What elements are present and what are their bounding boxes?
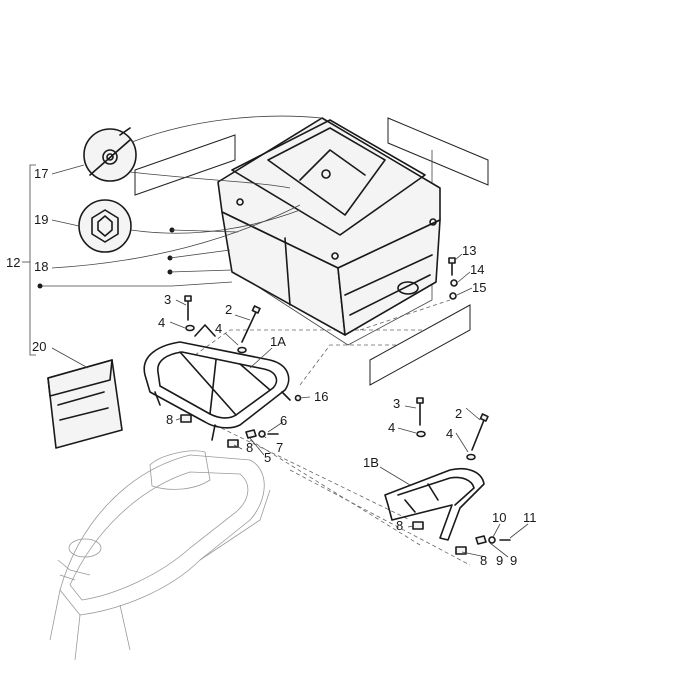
scooter-body-ghost bbox=[49, 450, 271, 661]
label-20: 20 bbox=[32, 339, 46, 354]
part-labels: 17 19 12 18 20 3 4 2 4 1A 16 8 6 8 7 5 1… bbox=[6, 166, 537, 568]
label-8-right-b: 8 bbox=[480, 553, 487, 568]
label-3-left: 3 bbox=[164, 292, 171, 307]
label-3-right: 3 bbox=[393, 396, 400, 411]
label-8-left-a: 8 bbox=[166, 412, 173, 427]
right-fasteners bbox=[397, 397, 529, 558]
label-17: 17 bbox=[34, 166, 48, 181]
label-4-left-b: 4 bbox=[215, 321, 222, 336]
emblem-detail-callout bbox=[78, 199, 301, 253]
label-4-right-b: 4 bbox=[446, 426, 453, 441]
label-8-right-a: 8 bbox=[396, 518, 403, 533]
rear-rack-1b bbox=[379, 466, 485, 541]
label-13: 13 bbox=[462, 243, 476, 258]
group-bracket-12 bbox=[22, 164, 301, 356]
label-19: 19 bbox=[34, 212, 48, 227]
top-box bbox=[217, 117, 441, 336]
left-fasteners bbox=[169, 295, 261, 354]
label-5: 5 bbox=[264, 450, 271, 465]
lock-detail-callout bbox=[83, 115, 323, 189]
label-8-right-c: 9 bbox=[496, 553, 503, 568]
label-1b: 1B bbox=[363, 455, 379, 470]
label-4-left-a: 4 bbox=[158, 315, 165, 330]
label-18: 18 bbox=[34, 259, 48, 274]
label-12: 12 bbox=[6, 255, 20, 270]
document-pouch bbox=[47, 347, 123, 449]
rear-rack-1a bbox=[143, 324, 291, 441]
label-16: 16 bbox=[314, 389, 328, 404]
label-10: 10 bbox=[492, 510, 506, 525]
label-7: 7 bbox=[276, 440, 283, 455]
left-small-hardware bbox=[175, 394, 311, 456]
label-14: 14 bbox=[470, 262, 484, 277]
label-6: 6 bbox=[280, 413, 287, 428]
box-side-fasteners bbox=[448, 253, 473, 300]
label-15: 15 bbox=[472, 280, 486, 295]
label-11: 11 bbox=[523, 510, 537, 525]
label-8-left-b: 8 bbox=[246, 440, 253, 455]
label-1a: 1A bbox=[270, 334, 286, 349]
label-2-right: 2 bbox=[455, 406, 462, 421]
label-4-right-a: 4 bbox=[388, 420, 395, 435]
label-2-left: 2 bbox=[225, 302, 232, 317]
label-9: 9 bbox=[510, 553, 517, 568]
